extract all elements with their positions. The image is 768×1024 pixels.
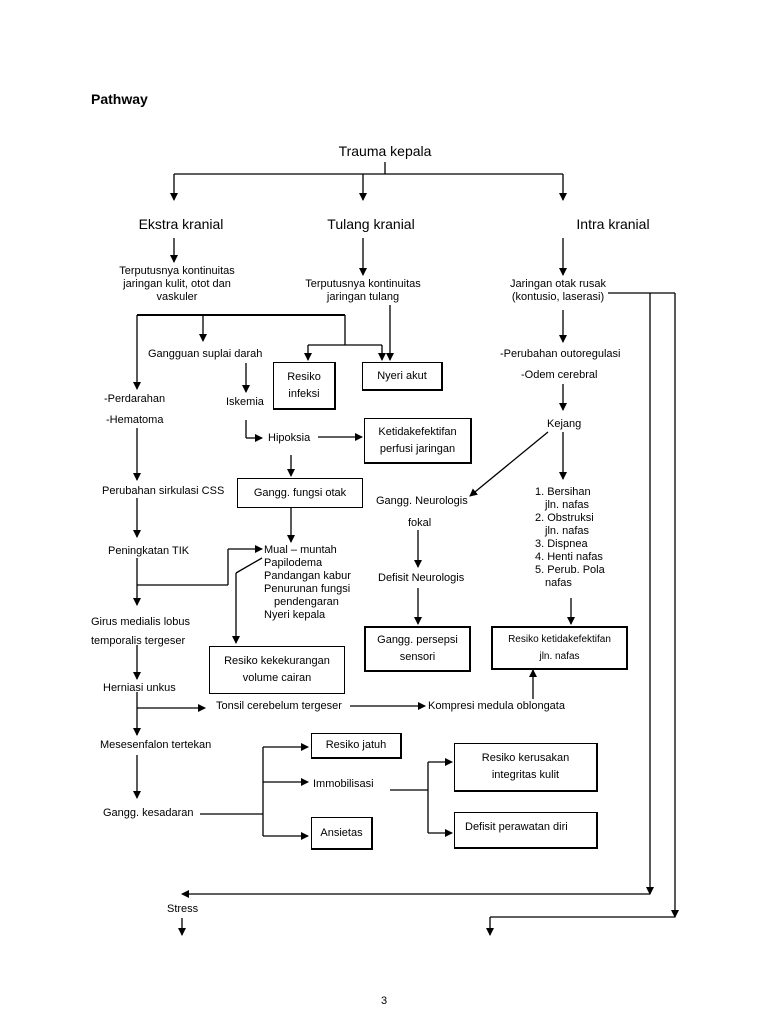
node-ekstra-kranial: Ekstra kranial	[138, 216, 224, 232]
node-kejang: Kejang	[547, 418, 582, 430]
node-gangg-kesadaran: Gangg. kesadaran	[103, 807, 194, 819]
box-nyeri-akut: Nyeri akut	[362, 362, 443, 391]
node-stress: Stress	[167, 903, 199, 915]
node-hipoksia: Hipoksia	[268, 432, 311, 444]
list-gejala: Mual – muntah Papilodema Pandangan kabur…	[264, 544, 351, 621]
box-gangg-fungsi-otak: Gangg. fungsi otak	[237, 478, 363, 508]
node-intra-kranial: Intra kranial	[576, 216, 650, 232]
list-kejang-komplikasi: 1. Bersihan jln. nafas 2. Obstruksi jln.…	[535, 486, 605, 589]
node-tulang-kranial: Tulang kranial	[327, 216, 415, 232]
page-number: 3	[381, 995, 388, 1007]
node-mesesenfalon: Mesesenfalon tertekan	[100, 739, 212, 751]
node-odem-cerebral: -Odem cerebral	[521, 369, 598, 381]
box-resiko-jatuh: Resiko jatuh	[311, 733, 402, 759]
node-jaringan-otak: Jaringan otak rusak(kontusio, laserasi)	[510, 278, 606, 303]
node-defisit-neurologis: Defisit Neurologis	[378, 572, 465, 584]
node-perubahan-sirkulasi: Perubahan sirkulasi CSS	[102, 485, 225, 497]
node-perdarahan: -Perdarahan	[104, 393, 166, 405]
node-iskemia: Iskemia	[226, 396, 264, 408]
node-tonsil: Tonsil cerebelum tergeser	[216, 700, 342, 712]
node-herniasi: Herniasi unkus	[103, 682, 176, 694]
node-trauma-kepala: Trauma kepala	[338, 143, 432, 159]
box-ansietas: Ansietas	[311, 817, 373, 850]
pathway-heading: Pathway	[91, 91, 148, 107]
node-perubahan-autoregulasi: -Perubahan outoregulasi	[500, 348, 621, 360]
box-defisit-perawatan: Defisit perawatan diri	[454, 812, 598, 849]
node-immobilisasi: Immobilisasi	[313, 778, 374, 790]
node-peningkatan-tik: Peningkatan TIK	[108, 545, 190, 557]
node-gangguan-suplai: Gangguan suplai darah	[148, 348, 263, 360]
node-kompresi: Kompresi medula oblongata	[428, 700, 565, 712]
node-hematoma: -Hematoma	[106, 414, 164, 426]
